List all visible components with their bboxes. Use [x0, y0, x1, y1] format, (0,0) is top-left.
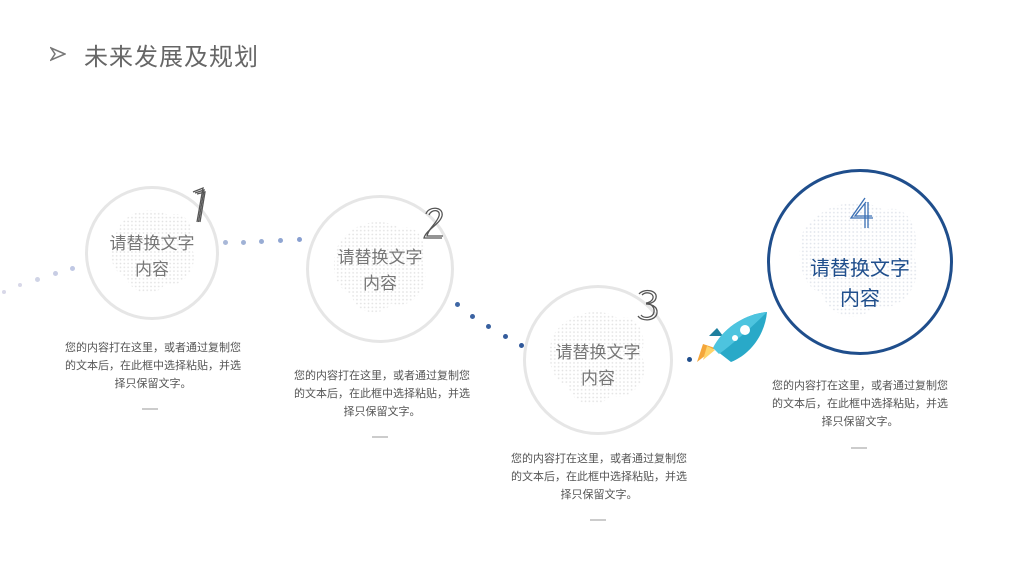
step-label-line1: 请替换文字: [555, 343, 641, 363]
number-1-icon: [192, 186, 206, 223]
step-description: 您的内容打在这里，或者通过复制您的文本后，在此框中选择粘贴，并选择只保留文字。: [294, 369, 470, 418]
step-label-line1: 请替换文字: [810, 256, 910, 280]
world-map-icon: [549, 312, 645, 405]
page-title: 未来发展及规划: [84, 42, 259, 71]
step-circle: 请替换文字 内容: [85, 186, 219, 320]
step-label-line1: 请替换文字: [109, 234, 195, 254]
step-label-line1: 请替换文字: [337, 248, 423, 268]
step-label-line2: 内容: [363, 274, 397, 294]
rocket-icon: [697, 312, 767, 362]
step-label-line2: 内容: [840, 286, 880, 310]
divider: [372, 436, 388, 438]
step-circle: 请替换文字 内容: [306, 195, 454, 343]
step-label-line2: 内容: [581, 369, 615, 389]
divider: [142, 408, 158, 410]
step-description: 您的内容打在这里，或者通过复制您的文本后，在此框中选择粘贴，并选择只保留文字。: [65, 341, 241, 390]
page-title-row: 未来发展及规划: [50, 36, 259, 72]
step-circle: 请替换文字 内容: [523, 285, 673, 435]
step-description: 您的内容打在这里，或者通过复制您的文本后，在此框中选择粘贴，并选择只保留文字。: [511, 452, 687, 501]
number-4-icon: [849, 197, 873, 228]
number-2-icon: [423, 207, 443, 239]
world-map-icon: [333, 222, 426, 313]
step-label-line2: 内容: [135, 260, 169, 280]
arrowhead-icon: [50, 46, 66, 62]
step-description: 您的内容打在这里，或者通过复制您的文本后，在此框中选择粘贴，并选择只保留文字。: [772, 379, 948, 428]
number-3-icon: [637, 289, 658, 321]
divider: [590, 519, 606, 521]
world-map-icon: [799, 202, 917, 317]
world-map-icon: [111, 210, 194, 293]
divider: [851, 447, 867, 449]
step-circle-active: 请替换文字 内容: [767, 169, 953, 355]
